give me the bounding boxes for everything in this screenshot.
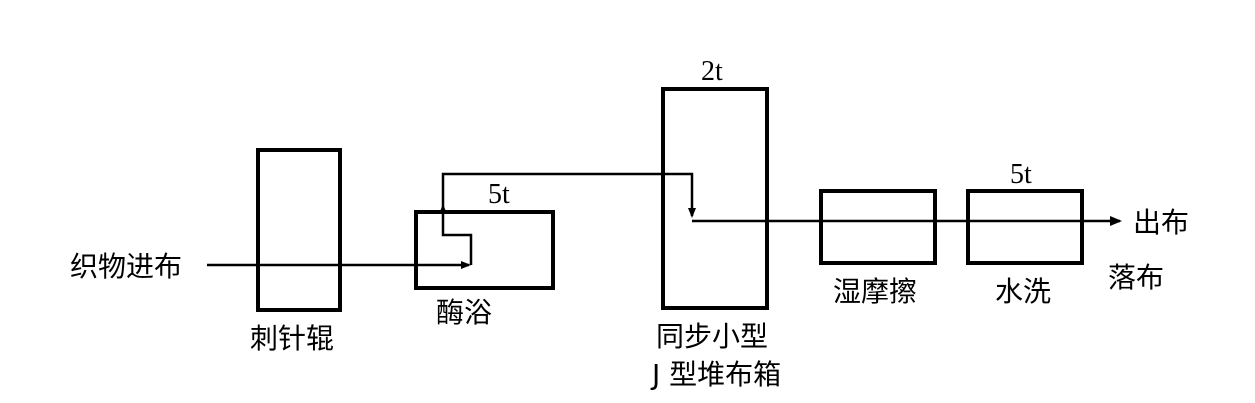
wet-rubbing-box: [819, 189, 937, 265]
enzyme-bath-capacity-label: 5t: [488, 179, 510, 210]
water-wash-label: 水洗: [995, 275, 1051, 308]
wet-rubbing-label: 湿摩擦: [833, 275, 917, 308]
j-box-label-line1: 同步小型: [656, 320, 768, 353]
water-wash-box: [966, 189, 1084, 265]
j-box-capacity-label: 2t: [701, 56, 723, 87]
fabric-in-label: 织物进布: [70, 250, 182, 283]
needle-roller-box: [256, 148, 342, 312]
j-box-storage-box: [661, 87, 769, 310]
enzyme-bath-label: 酶浴: [436, 296, 492, 329]
j-box-label-line2: J 型堆布箱: [650, 358, 781, 391]
transfer-to-jbox-path: [441, 172, 696, 218]
fabric-out-label: 出布: [1133, 206, 1189, 239]
enzyme-bath-box: [414, 210, 555, 290]
needle-roller-label: 刺针辊: [250, 322, 334, 355]
fabric-drop-label: 落布: [1108, 261, 1164, 294]
water-wash-capacity-label: 5t: [1010, 159, 1032, 190]
enzyme-bath-path: [439, 204, 473, 265]
